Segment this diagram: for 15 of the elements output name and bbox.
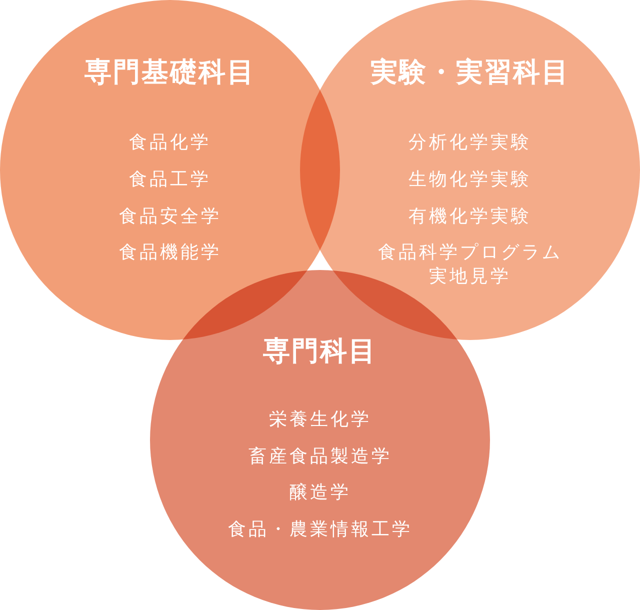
course-name: 食品化学 [129,131,211,155]
course-name: 食品機能学 [118,241,222,265]
course-name: 食品工学 [129,168,211,192]
course-name: 食品・農業情報工学 [228,518,412,542]
course-name: 食品科学プログラム実地見学 [376,241,564,289]
course-name: 栄養生化学 [268,408,372,432]
circle-heading: 実験・実習科目 [370,57,570,89]
course-name: 食品安全学 [118,205,222,229]
circle-heading: 専門基礎科目 [84,57,256,89]
circle-heading: 専門科目 [263,336,377,368]
course-name: 醸造学 [289,481,351,505]
course-name: 畜産食品製造学 [248,445,392,469]
course-name: 分析化学実験 [408,131,532,155]
course-name: 有機化学実験 [408,205,532,229]
course-name: 生物化学実験 [408,168,532,192]
